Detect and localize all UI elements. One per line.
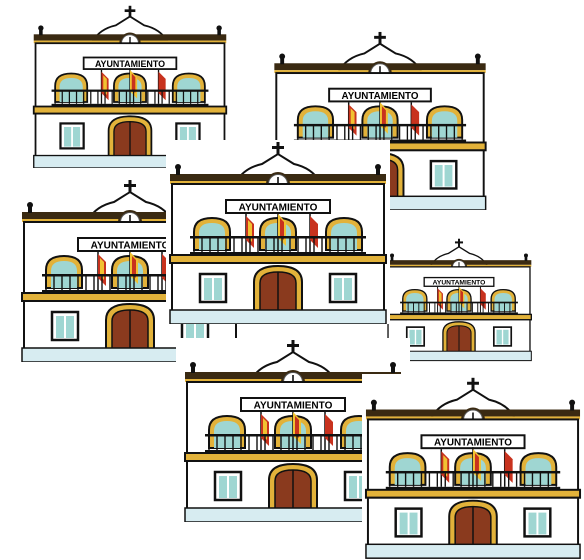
flag-icon xyxy=(437,285,486,313)
cross-icon xyxy=(467,377,479,392)
town-hall-drawing-5: AYUNTAMIENTO xyxy=(166,140,390,324)
finial-left xyxy=(279,53,286,65)
main-door xyxy=(107,115,153,158)
sign-label: AYUNTAMIENTO xyxy=(342,91,419,102)
cross-icon xyxy=(272,142,284,156)
finial-right xyxy=(569,399,576,411)
finial-right xyxy=(216,25,222,36)
main-door xyxy=(253,264,303,312)
sign-label: AYUNTAMIENTO xyxy=(91,241,170,252)
balcony-railing xyxy=(400,301,518,315)
balcony-railing xyxy=(190,236,366,255)
main-door xyxy=(105,302,155,350)
arched-windows xyxy=(388,452,558,486)
lower-windows xyxy=(394,507,552,538)
finial-left xyxy=(38,25,44,36)
sign-label: AYUNTAMIENTO xyxy=(239,203,318,214)
lower-windows xyxy=(198,272,358,304)
finial-right xyxy=(375,164,381,175)
finial-right xyxy=(523,253,528,261)
finial-left xyxy=(390,253,395,261)
cross-icon xyxy=(374,31,386,46)
balcony-railing xyxy=(385,470,561,490)
town-hall-drawing-7: AYUNTAMIENTO xyxy=(362,374,584,560)
finial-left xyxy=(27,202,33,213)
cross-icon xyxy=(124,5,136,19)
sign-label: AYUNTAMIENTO xyxy=(95,59,165,69)
town-hall-drawing-4: AYUNTAMIENTO xyxy=(384,228,534,370)
lower-windows xyxy=(405,326,513,347)
sign-label: AYUNTAMIENTO xyxy=(434,438,512,449)
finial-right xyxy=(474,53,481,65)
cross-icon xyxy=(287,340,299,354)
finial-right xyxy=(390,362,396,373)
main-door xyxy=(268,462,318,510)
town-hall-drawing-1: AYUNTAMIENTO xyxy=(18,4,242,168)
balcony-railing xyxy=(205,434,381,453)
sign-label: AYUNTAMIENTO xyxy=(254,401,333,412)
main-door xyxy=(448,499,498,547)
cross-icon xyxy=(454,238,464,249)
main-door xyxy=(442,321,476,353)
finial-left xyxy=(175,164,181,175)
cross-icon xyxy=(124,180,136,194)
balcony-railing xyxy=(51,89,209,107)
sign-label: AYUNTAMIENTO xyxy=(433,280,486,287)
finial-left xyxy=(370,399,377,411)
finial-left xyxy=(190,362,196,373)
